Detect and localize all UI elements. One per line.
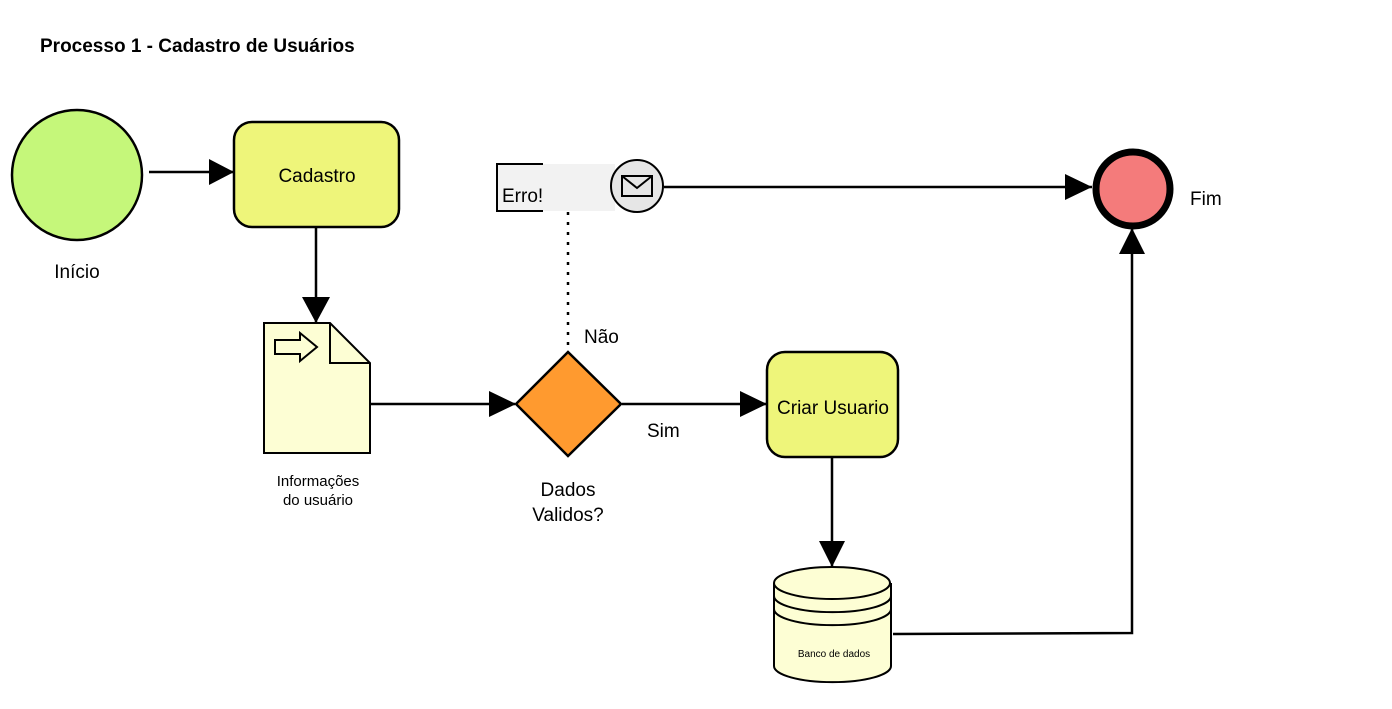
edge-label-yes: Sim: [647, 421, 680, 442]
start-event[interactable]: [10, 108, 144, 242]
gateway-label-line2: Validos?: [532, 505, 603, 526]
annotation-bracket: [496, 163, 543, 212]
arrowhead-info: [302, 297, 330, 323]
start-label: Início: [54, 262, 99, 283]
task-criar-usuario[interactable]: Criar Usuario: [765, 350, 900, 459]
user-info-label-line2: do usuário: [283, 492, 353, 509]
task-cadastro[interactable]: Cadastro: [232, 120, 401, 229]
arrowhead-criar: [740, 391, 767, 417]
task-criar-usuario-label: Criar Usuario: [777, 398, 889, 419]
message-event[interactable]: [610, 159, 664, 213]
gateway-dados-validos[interactable]: [514, 350, 623, 458]
arrow-heads: [209, 159, 1145, 567]
data-store-database[interactable]: Banco de dados: [773, 566, 892, 684]
user-info-label-line1: Informações: [277, 473, 360, 490]
error-annotation[interactable]: Erro!: [496, 163, 615, 212]
arrowhead-database: [819, 541, 845, 567]
arrowhead-cadastro: [209, 159, 234, 185]
end-label: Fim: [1190, 189, 1222, 210]
edge-database-to-end[interactable]: [892, 228, 1134, 636]
diagram-title: Processo 1 - Cadastro de Usuários: [40, 36, 355, 57]
input-arrow-icon: [274, 330, 319, 364]
task-cadastro-label: Cadastro: [278, 166, 355, 187]
envelope-icon: [621, 175, 653, 197]
database-label: Banco de dados: [798, 649, 870, 660]
error-annotation-label: Erro!: [502, 186, 543, 207]
end-event[interactable]: [1092, 148, 1174, 230]
arrowhead-end-bottom: [1119, 228, 1145, 254]
edge-label-no: Não: [584, 327, 619, 348]
edges: [149, 170, 1134, 636]
arrowhead-gateway: [489, 391, 516, 417]
arrowhead-end-left: [1065, 174, 1092, 200]
gateway-label-line1: Dados: [541, 480, 596, 501]
data-object-user-info[interactable]: [263, 322, 371, 454]
